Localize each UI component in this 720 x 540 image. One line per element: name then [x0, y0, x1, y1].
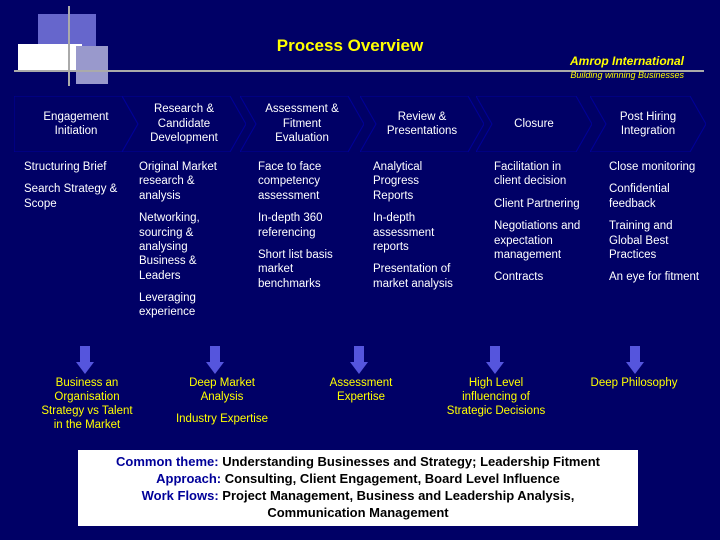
- activity-column-6: Close monitoring Confidential feedback T…: [609, 160, 715, 293]
- outcome-text: Deep Market Analysis: [189, 377, 255, 404]
- logo-square-grey: [76, 46, 108, 84]
- activity-item: Confidential feedback: [609, 183, 670, 210]
- down-arrow-icon: [206, 346, 224, 374]
- activity-item: Training and Global Best Practices: [609, 220, 673, 261]
- activity-column-5: Facilitation in client decision Client P…: [494, 160, 600, 293]
- stage-chevron-3: Assessment & Fitment Evaluation: [240, 96, 364, 152]
- activity-item: Client Partnering: [494, 197, 580, 210]
- activity-item: Short list basis market benchmarks: [258, 248, 333, 290]
- outcome-text: Business an Organisation Strategy vs Tal…: [41, 377, 133, 432]
- activity-column-2: Original Market research & analysis Netw…: [139, 160, 239, 328]
- theme-line-3: Work Flows: Project Management, Business…: [78, 488, 638, 505]
- activity-column-3: Face to face competency assessment In-de…: [258, 160, 358, 299]
- activity-item: Search Strategy & Scope: [24, 183, 118, 210]
- logo-square-white: [18, 44, 82, 72]
- activity-column-4: Analytical Progress Reports In-depth ass…: [373, 160, 477, 299]
- page-title: Process Overview: [276, 36, 424, 55]
- theme-key: Approach:: [156, 470, 222, 486]
- activity-column-1: Structuring Brief Search Strategy & Scop…: [24, 160, 136, 219]
- stage-label: Assessment & Fitment Evaluation: [265, 103, 339, 145]
- activity-item: In-depth 360 referencing: [258, 212, 323, 239]
- stage-chevron-4: Review & Presentations: [360, 96, 484, 152]
- stage-label: Research & Candidate Development: [150, 103, 218, 145]
- activity-item: Leveraging experience: [139, 292, 196, 319]
- theme-key: Common theme:: [116, 454, 219, 469]
- activity-item: Structuring Brief: [24, 161, 107, 173]
- down-arrow-icon: [626, 346, 644, 374]
- activity-item: An eye for fitment: [609, 271, 700, 284]
- stage-chevron-5: Closure: [476, 96, 592, 152]
- activity-item: Facilitation in client decision: [494, 161, 567, 188]
- stage-chevron-6: Post Hiring Integration: [590, 96, 706, 152]
- stage-label: Post Hiring Integration: [619, 110, 677, 137]
- stage-chevron-1: Engagement Initiation: [14, 96, 138, 152]
- stage-label: Closure: [514, 117, 554, 130]
- activity-item: Close monitoring: [609, 161, 696, 173]
- logo-vertical-line: [68, 6, 70, 86]
- outcome-text: High Level influencing of Strategic Deci…: [446, 377, 546, 418]
- theme-line-4: Communication Management: [267, 504, 449, 520]
- activity-item: Networking, sourcing & analysing Busines…: [139, 212, 200, 282]
- activity-item: In-depth assessment reports: [373, 212, 435, 253]
- brand-name: Amrop International: [569, 54, 684, 68]
- stage-label: Engagement Initiation: [43, 110, 109, 137]
- theme-line-1: Common theme: Understanding Businesses a…: [78, 454, 638, 471]
- down-arrow-icon: [76, 346, 94, 374]
- down-arrow-icon: [486, 346, 504, 374]
- header-divider: [14, 70, 704, 72]
- activity-item: Presentation of market analysis: [373, 263, 453, 290]
- brand-tagline: Building winning Businesses: [570, 70, 684, 80]
- activity-item: Negotiations and expectation management: [494, 220, 581, 261]
- common-theme-box: Common theme: Understanding Businesses a…: [78, 450, 638, 526]
- theme-value: Understanding Businesses and Strategy; L…: [222, 454, 600, 469]
- activity-item: Contracts: [494, 271, 544, 284]
- theme-line-2: Approach: Consulting, Client Engagement,…: [78, 471, 638, 488]
- stage-label: Review & Presentations: [386, 110, 458, 137]
- outcome-text: Industry Expertise: [175, 413, 269, 425]
- activity-item: Original Market research & analysis: [139, 161, 217, 202]
- theme-key: Work Flows:: [141, 487, 219, 503]
- down-arrow-icon: [350, 346, 368, 374]
- outcome-text: Assessment Expertise: [329, 377, 393, 404]
- theme-value: Consulting, Client Engagement, Board Lev…: [224, 470, 560, 486]
- stage-chevron-2: Research & Candidate Development: [122, 96, 246, 152]
- outcome-text: Deep Philosophy: [590, 377, 678, 389]
- activity-item: Analytical Progress Reports: [373, 161, 423, 202]
- activity-item: Face to face competency assessment: [258, 161, 322, 202]
- theme-value: Project Management, Business and Leaders…: [222, 487, 575, 503]
